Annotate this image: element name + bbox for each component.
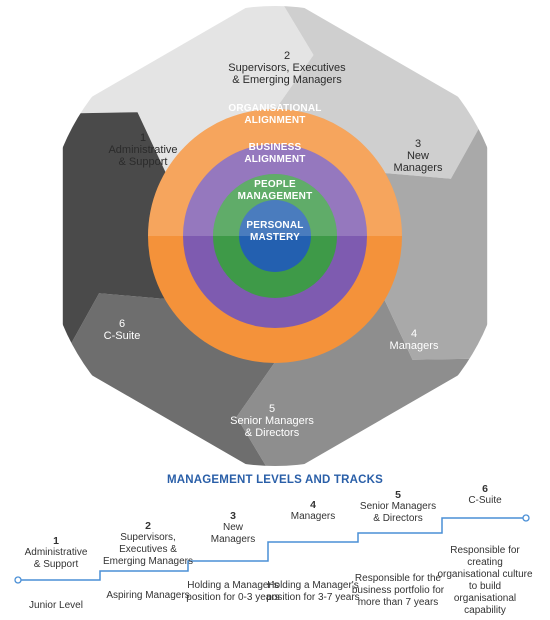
track-level-5-description: Responsible for the business portfolio f…	[351, 573, 445, 608]
track-level-1-label: & Support	[33, 559, 79, 570]
segment-4-label-line: 4	[411, 328, 417, 340]
track-level-6-label: C-Suite	[468, 495, 502, 506]
segment-5-label-line: & Directors	[245, 427, 300, 439]
people-management-label-line: PEOPLE	[254, 179, 296, 190]
track-level-2-description: Aspiring Managers	[106, 590, 190, 601]
business-alignment-label-line: BUSINESS	[249, 142, 302, 153]
segment-6-label-line: 6	[119, 318, 125, 330]
track-level-5-number: 5	[395, 489, 401, 501]
segment-1-label-line: & Support	[119, 156, 168, 168]
track-level-1-number: 1	[53, 535, 59, 547]
segment-1	[62, 6, 314, 173]
track-level-5-label: & Directors	[373, 513, 423, 524]
segment-3-label-line: Managers	[394, 162, 443, 174]
staircase-start-node	[14, 576, 22, 584]
segment-4	[236, 299, 488, 466]
segment-2-label-line: & Emerging Managers	[232, 74, 342, 86]
staircase-end-node	[522, 514, 530, 522]
segment-2-label-line: Supervisors, Executives	[228, 62, 346, 74]
track-level-3-description: Holding a Manager's position for 0-3 yea…	[186, 580, 280, 603]
track-level-1-label: Administrative	[24, 547, 88, 558]
segment-3-label-line: New	[407, 150, 429, 162]
track-level-2-label: Supervisors,	[120, 532, 176, 543]
organisational-alignment-label-line: ALIGNMENT	[244, 115, 305, 126]
business-alignment-label-line: ALIGNMENT	[244, 154, 305, 165]
segment-3	[384, 113, 488, 360]
segment-6	[62, 112, 166, 359]
inner-rings	[148, 109, 402, 363]
segment-1-label-line: Administrative	[108, 144, 177, 156]
organisational-alignment-label-line: ORGANISATIONAL	[228, 103, 321, 114]
track-level-2-number: 2	[145, 520, 151, 532]
segment-3-label-line: 3	[415, 138, 421, 150]
track-level-6-description: Responsible for creating organisational …	[437, 545, 533, 616]
personal-mastery-highlight	[239, 200, 311, 236]
track-level-3-number: 3	[230, 510, 236, 522]
segment-5-label-line: Senior Managers	[230, 415, 314, 427]
track-level-4-description: Holding a Manager's position for 3-7 yea…	[266, 580, 360, 603]
segment-1-label-line: 1	[140, 132, 146, 144]
track-level-4-label: Managers	[290, 511, 336, 522]
tracks-title: MANAGEMENT LEVELS AND TRACKS	[166, 474, 383, 486]
personal-mastery-label-line: PERSONAL	[246, 220, 303, 231]
people-management-label-line: MANAGEMENT	[238, 191, 313, 202]
track-level-3-label: New	[222, 522, 243, 533]
track-level-2-label: Executives &	[119, 544, 177, 555]
segment-4-label-line: Managers	[390, 340, 439, 352]
segment-5-label-line: 5	[269, 403, 275, 415]
track-level-3-label: Managers	[210, 534, 256, 545]
track-level-1-description: Junior Level	[29, 600, 83, 611]
track-level-6-number: 6	[482, 483, 488, 495]
segment-2-label-line: 2	[284, 50, 290, 62]
personal-mastery-label-line: MASTERY	[250, 232, 300, 243]
track-level-4-number: 4	[310, 499, 316, 511]
segment-6-label-line: C-Suite	[104, 330, 141, 342]
personal-mastery-ring	[239, 200, 311, 272]
track-level-2-label: Emerging Managers	[102, 556, 194, 567]
track-level-5-label: Senior Managers	[359, 501, 437, 512]
outer-segments	[62, 6, 488, 466]
